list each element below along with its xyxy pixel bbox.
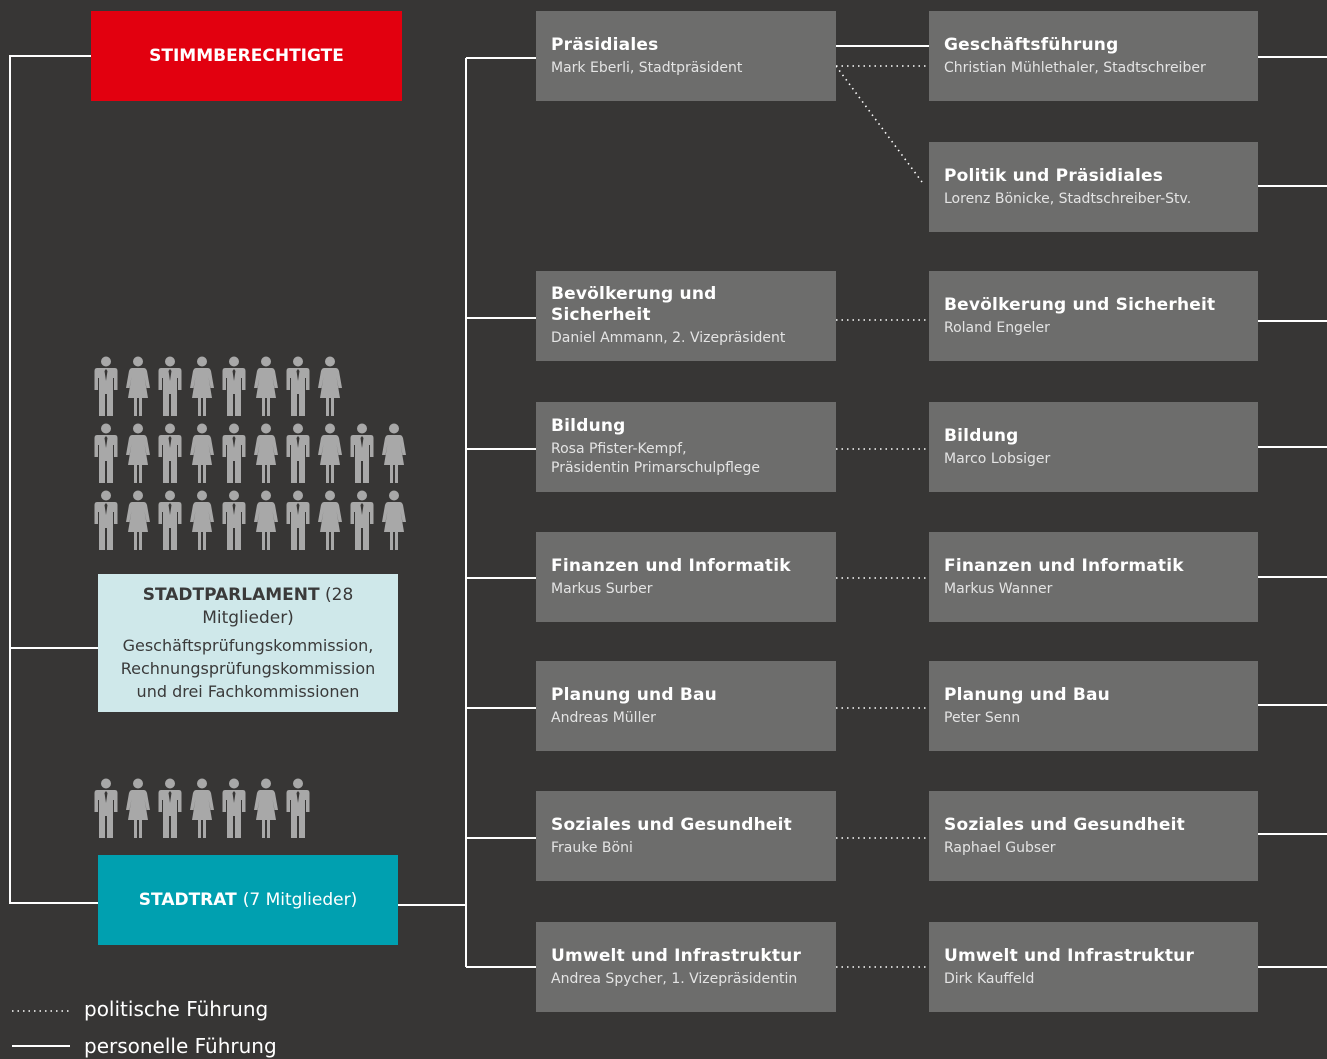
person-icon [382, 423, 406, 489]
department-head: Andreas Müller [551, 709, 656, 726]
person-icon [190, 356, 214, 422]
management-box: Umwelt und Infrastruktur Dirk Kauffeld [929, 922, 1258, 1012]
person-icon [286, 423, 310, 489]
person-icon [254, 423, 278, 489]
person-icon [382, 490, 406, 556]
management-title: Finanzen und Informatik [944, 555, 1184, 576]
management-title: Bildung [944, 425, 1019, 446]
department-head: Andrea Spycher, 1. Vizepräsidentin [551, 970, 798, 987]
department-title: Bildung [551, 416, 626, 436]
department-box: Präsidiales Mark Eberli, Stadtpräsident [536, 11, 836, 101]
person-icon [222, 423, 246, 489]
parliament-desc-1: Geschäftsprüfungskommission, [122, 635, 374, 655]
parliament-title: STADTPARLAMENT [142, 584, 320, 605]
management-head: Christian Mühlethaler, Stadtschreiber [944, 59, 1206, 76]
management-box: Bildung Marco Lobsiger [929, 402, 1258, 492]
department-box: Soziales und Gesundheit Frauke Böni [536, 791, 836, 881]
management-title: Soziales und Gesundheit [944, 814, 1185, 835]
person-icon [94, 423, 118, 489]
department-head: Daniel Ammann, 2. Vizepräsident [551, 330, 786, 346]
person-icon [254, 356, 278, 422]
legend-personnel: personelle Führung [84, 1034, 277, 1058]
management-box: Politik und Präsidiales Lorenz Bönicke, … [929, 142, 1258, 232]
management-box: Geschäftsführung Christian Mühlethaler, … [929, 11, 1258, 101]
person-icon [94, 490, 118, 556]
department-head: Frauke Böni [551, 839, 633, 856]
department-box: Bevölkerung und Sicherheit Daniel Ammann… [536, 271, 836, 361]
management-head: Roland Engeler [944, 319, 1050, 336]
voters-to-council-line [9, 55, 98, 904]
person-icon [286, 490, 310, 556]
parliament-desc-3: und drei Fachkommissionen [136, 681, 360, 701]
management-title: Umwelt und Infrastruktur [944, 945, 1195, 966]
parliament-box: STADTPARLAMENT (28 Mitglieder) Geschäfts… [98, 574, 398, 712]
person-icon [158, 423, 182, 489]
person-icon [222, 356, 246, 422]
person-icon [190, 490, 214, 556]
person-icon [94, 356, 118, 422]
department-box: Umwelt und Infrastruktur Andrea Spycher,… [536, 922, 836, 1012]
management-title: Geschäftsführung [944, 34, 1119, 55]
department-title: Umwelt und Infrastruktur [551, 945, 802, 966]
person-icon [254, 490, 278, 556]
management-box: Finanzen und Informatik Markus Wanner [929, 532, 1258, 622]
voters-box: STIMMBERECHTIGTE [91, 11, 402, 101]
department-head: Markus Surber [551, 580, 653, 597]
voters-label: STIMMBERECHTIGTE [149, 46, 344, 66]
council-box: STADTRAT (7 Mitglieder) [98, 855, 398, 945]
department-title: Bevölkerung und Sicherheit [551, 284, 717, 325]
person-icon [158, 490, 182, 556]
management-box: Soziales und Gesundheit Raphael Gubser [929, 791, 1258, 881]
department-title: Soziales und Gesundheit [551, 814, 792, 835]
person-icon [222, 490, 246, 556]
management-head: Markus Wanner [944, 580, 1053, 597]
department-box: Bildung Rosa Pfister-Kempf, Präsidentin … [536, 402, 836, 492]
person-icon [286, 778, 310, 844]
department-box: Planung und Bau Andreas Müller [536, 661, 836, 751]
parliament-count: (28 Mitglieder) [202, 584, 354, 628]
person-icon [318, 423, 342, 489]
management-title: Planung und Bau [944, 684, 1110, 705]
person-icon [126, 490, 150, 556]
parliament-desc-2: Rechnungsprüfungskommission [120, 658, 376, 678]
person-icon [158, 778, 182, 844]
person-icon [350, 490, 374, 556]
department-title: Finanzen und Informatik [551, 555, 791, 576]
council-title: STADTRAT [138, 890, 237, 910]
department-title: Präsidiales [551, 34, 659, 55]
management-title: Politik und Präsidiales [944, 165, 1164, 186]
management-head: Dirk Kauffeld [944, 970, 1035, 987]
person-icon [286, 356, 310, 422]
management-head: Lorenz Bönicke, Stadtschreiber-Stv. [944, 190, 1192, 207]
person-icon [126, 356, 150, 422]
department-title: Planung und Bau [551, 684, 717, 705]
legend-political: politische Führung [84, 997, 269, 1021]
department-head: Rosa Pfister-Kempf, [551, 441, 687, 457]
management-head: Marco Lobsiger [944, 450, 1051, 467]
management-box: Planung und Bau Peter Senn [929, 661, 1258, 751]
management-head: Peter Senn [944, 709, 1021, 726]
department-head-role: Präsidentin Primarschulpflege [551, 460, 761, 476]
management-head: Raphael Gubser [944, 839, 1056, 856]
person-icon [190, 423, 214, 489]
person-icon [318, 490, 342, 556]
council-count: (7 Mitglieder) [242, 890, 358, 910]
person-icon [222, 778, 246, 844]
management-box: Bevölkerung und Sicherheit Roland Engele… [929, 271, 1258, 361]
department-box: Finanzen und Informatik Markus Surber [536, 532, 836, 622]
person-icon [318, 356, 342, 422]
person-icon [158, 356, 182, 422]
person-icon [190, 778, 214, 844]
person-icon [350, 423, 374, 489]
person-icon [126, 778, 150, 844]
person-icon [94, 778, 118, 844]
management-title: Bevölkerung und Sicherheit [944, 294, 1216, 315]
person-icon [126, 423, 150, 489]
person-icon [254, 778, 278, 844]
department-head: Mark Eberli, Stadtpräsident [551, 59, 743, 76]
